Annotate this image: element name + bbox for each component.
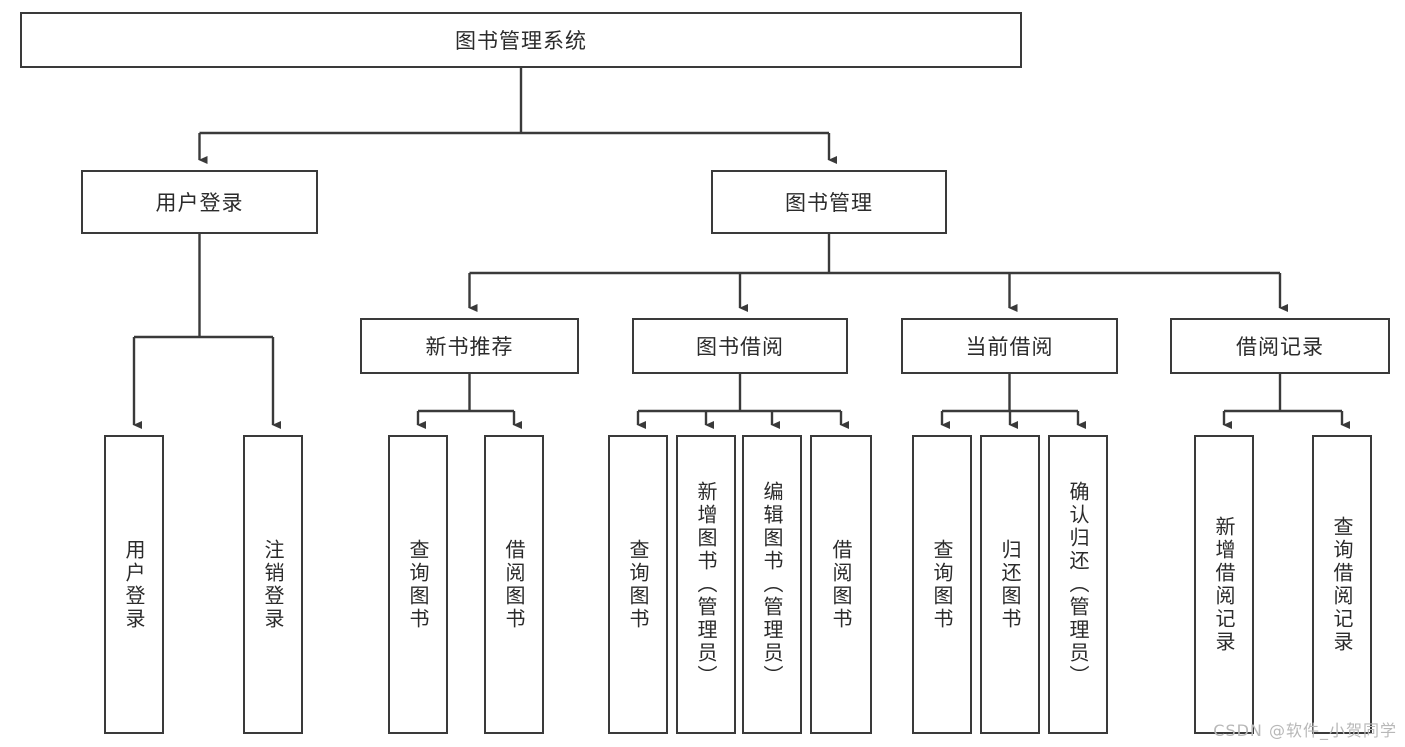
node-leaf-7[interactable]: 借阅图书 <box>810 435 872 734</box>
node-leaf-9-label: 归还图书 <box>998 538 1022 631</box>
node-leaf-8[interactable]: 查询图书 <box>912 435 972 734</box>
node-leaf-2[interactable]: 查询图书 <box>388 435 448 734</box>
node-root-label: 图书管理系统 <box>455 29 587 53</box>
node-leaf-3-label: 借阅图书 <box>502 538 526 631</box>
node-level1-0-label: 用户登录 <box>155 191 244 215</box>
node-leaf-11[interactable]: 新增借阅记录 <box>1194 435 1254 734</box>
node-level2-2-label: 当前借阅 <box>965 335 1054 359</box>
node-leaf-6-label: 编辑图书（管理员） <box>760 481 784 688</box>
node-level1-1-label: 图书管理 <box>785 191 873 215</box>
node-leaf-0-label: 用户登录 <box>122 538 146 631</box>
node-level2-1-label: 图书借阅 <box>696 335 784 359</box>
node-leaf-6[interactable]: 编辑图书（管理员） <box>742 435 802 734</box>
node-leaf-1[interactable]: 注销登录 <box>243 435 303 734</box>
node-leaf-5[interactable]: 新增图书（管理员） <box>676 435 736 734</box>
node-leaf-4[interactable]: 查询图书 <box>608 435 668 734</box>
node-leaf-3[interactable]: 借阅图书 <box>484 435 544 734</box>
node-level1-0[interactable]: 用户登录 <box>81 170 318 234</box>
node-level2-1[interactable]: 图书借阅 <box>632 318 848 374</box>
node-level2-2[interactable]: 当前借阅 <box>901 318 1118 374</box>
node-leaf-9[interactable]: 归还图书 <box>980 435 1040 734</box>
node-root[interactable]: 图书管理系统 <box>20 12 1022 68</box>
node-leaf-8-label: 查询图书 <box>930 538 954 631</box>
node-leaf-2-label: 查询图书 <box>406 538 430 631</box>
node-level2-0-label: 新书推荐 <box>425 335 514 359</box>
node-level2-0[interactable]: 新书推荐 <box>360 318 579 374</box>
node-level1-1[interactable]: 图书管理 <box>711 170 947 234</box>
node-level2-3-label: 借阅记录 <box>1236 335 1324 359</box>
node-leaf-12[interactable]: 查询借阅记录 <box>1312 435 1372 734</box>
node-leaf-10-label: 确认归还（管理员） <box>1066 481 1090 688</box>
node-leaf-0[interactable]: 用户登录 <box>104 435 164 734</box>
node-level2-3[interactable]: 借阅记录 <box>1170 318 1390 374</box>
node-leaf-11-label: 新增借阅记录 <box>1212 515 1236 654</box>
node-leaf-1-label: 注销登录 <box>261 538 285 631</box>
node-leaf-10[interactable]: 确认归还（管理员） <box>1048 435 1108 734</box>
node-leaf-4-label: 查询图书 <box>626 538 650 631</box>
node-leaf-5-label: 新增图书（管理员） <box>694 481 718 688</box>
node-leaf-7-label: 借阅图书 <box>829 538 853 631</box>
node-leaf-12-label: 查询借阅记录 <box>1330 515 1354 654</box>
